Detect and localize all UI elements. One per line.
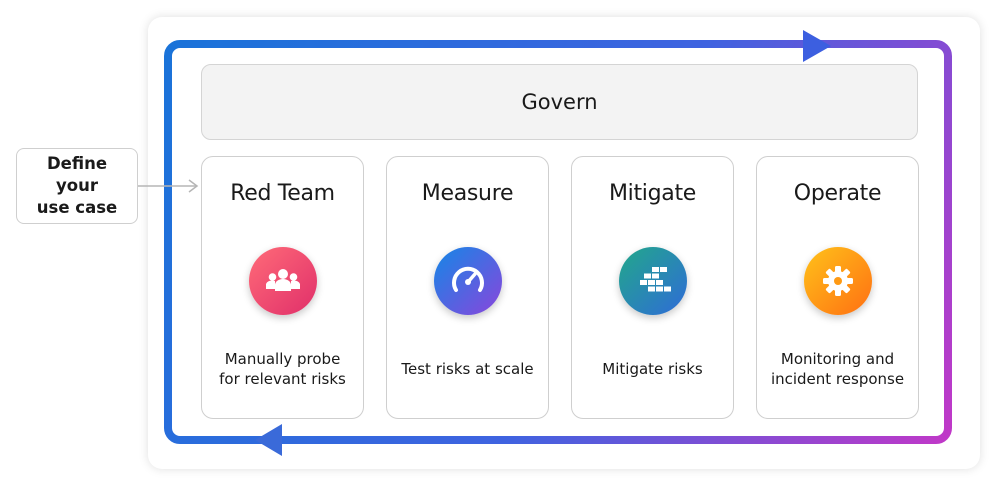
team-people-icon xyxy=(249,247,317,315)
stage-description: Monitoring and incident response xyxy=(770,350,905,388)
connector-arrowhead xyxy=(188,179,199,193)
govern-box: Govern xyxy=(201,64,918,140)
stage-description: Test risks at scale xyxy=(401,360,534,378)
loop-arrow-right xyxy=(803,30,831,62)
define-use-case-box: Define your use case xyxy=(16,148,138,224)
stage-card-measure: Measure Test risks at scale xyxy=(386,156,549,419)
gear-icon xyxy=(804,247,872,315)
govern-label: Govern xyxy=(521,90,598,114)
stage-title: Measure xyxy=(421,181,514,206)
stage-card-mitigate: Mitigate Mitigate risks xyxy=(571,156,734,419)
blocks-icon xyxy=(619,247,687,315)
stage-title: Operate xyxy=(793,181,882,206)
stage-title: Red Team xyxy=(230,181,335,206)
loop-arrow-left xyxy=(255,424,282,456)
stage-title: Mitigate xyxy=(608,181,697,206)
gauge-icon xyxy=(434,247,502,315)
define-use-case-label: Define your use case xyxy=(36,154,118,217)
stage-description: Mitigate risks xyxy=(602,360,703,378)
stage-description: Manually probe for relevant risks xyxy=(219,350,346,388)
stage-card-red-team: Red Team Manually probe for relevant ris… xyxy=(201,156,364,419)
cycle-loop-path xyxy=(164,40,952,444)
stage-card-operate: Operate Monitoring and incident respo xyxy=(756,156,919,419)
